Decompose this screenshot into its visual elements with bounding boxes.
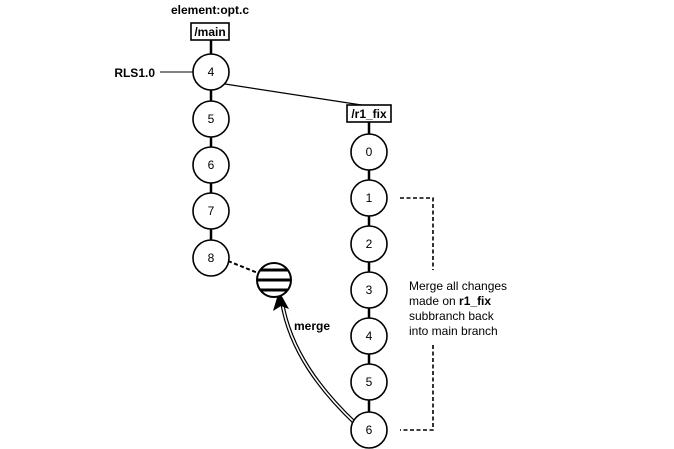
main-version-5[interactable]: 5 bbox=[192, 100, 230, 138]
annotation-line-4: into main branch bbox=[409, 324, 498, 338]
branch-connector bbox=[224, 83, 369, 107]
version-number: 5 bbox=[366, 375, 373, 389]
version-number: 4 bbox=[366, 329, 373, 343]
r1fix-version-5[interactable]: 5 bbox=[350, 363, 388, 401]
version-number: 7 bbox=[208, 204, 215, 218]
r1fix-version-0[interactable]: 0 bbox=[350, 133, 388, 171]
main-branch-label: /main bbox=[194, 25, 225, 39]
r1fix-version-4[interactable]: 4 bbox=[350, 317, 388, 355]
sub-branch-box bbox=[346, 104, 392, 123]
annotation-branch-name: r1_fix bbox=[459, 294, 491, 308]
version-number: 5 bbox=[208, 112, 215, 126]
merge-arrow bbox=[273, 291, 358, 426]
version-number: 2 bbox=[366, 237, 373, 251]
merge-dashed-link bbox=[227, 260, 259, 274]
merge-annotation: Merge all changes made on r1_fix subbran… bbox=[409, 279, 507, 338]
version-number: 4 bbox=[208, 65, 215, 79]
annotation-prefix: made on bbox=[409, 294, 459, 308]
main-branch-box bbox=[190, 22, 230, 41]
r1fix-version-2[interactable]: 2 bbox=[350, 225, 388, 263]
element-title: element:opt.c bbox=[171, 3, 249, 17]
r1fix-version-1[interactable]: 1 bbox=[350, 179, 388, 217]
merge-label: merge bbox=[294, 319, 330, 333]
version-number: 6 bbox=[366, 423, 373, 437]
main-version-8[interactable]: 8 bbox=[192, 239, 230, 277]
r1fix-version-3[interactable]: 3 bbox=[350, 271, 388, 309]
main-version-6[interactable]: 6 bbox=[192, 146, 230, 184]
version-number: 0 bbox=[366, 145, 373, 159]
annotation-line-1: Merge all changes bbox=[409, 279, 507, 293]
annotation-bracket bbox=[400, 197, 434, 431]
annotation-line-3: subbranch back bbox=[409, 309, 495, 323]
label-tag: RLS1.0 bbox=[114, 66, 155, 80]
version-number: 8 bbox=[208, 251, 215, 265]
version-number: 3 bbox=[366, 283, 373, 297]
annotation-line-2: made on r1_fix bbox=[409, 294, 491, 308]
main-version-4[interactable]: 4 bbox=[192, 53, 230, 91]
merge-result-version[interactable] bbox=[255, 262, 295, 298]
sub-branch-label: /r1_fix bbox=[351, 107, 387, 121]
version-number: 6 bbox=[208, 158, 215, 172]
version-number: 1 bbox=[366, 191, 373, 205]
main-version-7[interactable]: 7 bbox=[192, 192, 230, 230]
r1fix-version-6[interactable]: 6 bbox=[350, 411, 388, 449]
